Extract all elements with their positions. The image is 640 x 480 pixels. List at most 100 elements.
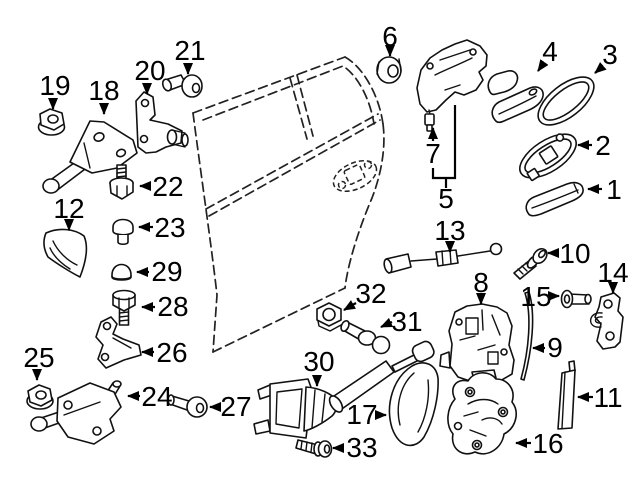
callout-arrow-31 bbox=[380, 317, 394, 329]
part-25-hinge-nut bbox=[26, 384, 54, 410]
part-21-hinge-bolt bbox=[161, 74, 203, 98]
callout-label-4[interactable]: 4 bbox=[542, 36, 558, 67]
callout-label-18[interactable]: 18 bbox=[88, 75, 119, 106]
callout-label-8[interactable]: 8 bbox=[473, 267, 489, 298]
callout-4: 4 bbox=[537, 36, 558, 72]
callout-label-14[interactable]: 14 bbox=[597, 257, 628, 288]
part-15-striker-pin bbox=[560, 289, 592, 309]
callout-label-15[interactable]: 15 bbox=[520, 281, 551, 312]
part-31-ball-stud bbox=[340, 320, 391, 355]
callout-7: 7 bbox=[425, 127, 441, 169]
callout-22: 22 bbox=[139, 171, 184, 202]
callout-label-22[interactable]: 22 bbox=[152, 171, 183, 202]
callout-label-12[interactable]: 12 bbox=[53, 193, 84, 224]
callout-label-1[interactable]: 1 bbox=[606, 174, 622, 205]
callout-5: 5 bbox=[431, 105, 457, 214]
callout-arrow-4 bbox=[537, 59, 549, 72]
part-28-hex-bolt bbox=[112, 289, 136, 326]
part-26-lock-bracket bbox=[95, 316, 142, 369]
part-29-cap bbox=[111, 263, 132, 281]
callout-label-7[interactable]: 7 bbox=[425, 138, 441, 169]
part-6-carrier-nut bbox=[376, 56, 402, 84]
callout-8: 8 bbox=[473, 267, 489, 305]
part-27-hinge-bolt bbox=[167, 394, 208, 418]
callout-29: 29 bbox=[136, 256, 183, 287]
callouts: 1 2 3 4 5 6 7 8 9 10 11 12 13 14 15 16 1… bbox=[23, 21, 628, 463]
callout-label-10[interactable]: 10 bbox=[559, 238, 590, 269]
callout-label-30[interactable]: 30 bbox=[303, 346, 334, 377]
callout-arrow-32 bbox=[343, 300, 357, 311]
callout-label-5[interactable]: 5 bbox=[438, 183, 454, 214]
callout-label-27[interactable]: 27 bbox=[220, 391, 251, 422]
callout-label-13[interactable]: 13 bbox=[434, 215, 465, 246]
callout-label-33[interactable]: 33 bbox=[346, 432, 377, 463]
callout-33: 33 bbox=[332, 432, 378, 463]
callout-arrow-3 bbox=[594, 62, 607, 74]
callout-28: 28 bbox=[141, 291, 189, 322]
callout-17: 17 bbox=[346, 399, 387, 430]
callout-label-31[interactable]: 31 bbox=[391, 306, 422, 337]
door-panel-outline bbox=[192, 56, 385, 353]
callout-23: 23 bbox=[138, 212, 186, 243]
callout-16: 16 bbox=[515, 428, 564, 459]
part-7-lock-cable bbox=[424, 109, 435, 132]
part-23-plug bbox=[112, 218, 134, 246]
callout-2: 2 bbox=[577, 130, 611, 161]
callout-12: 12 bbox=[53, 193, 85, 231]
part-22-stud-bolt bbox=[109, 164, 134, 200]
part-18-door-hinge-upper bbox=[42, 120, 138, 194]
callout-14: 14 bbox=[597, 257, 629, 294]
callout-27: 27 bbox=[209, 391, 252, 422]
callout-32: 32 bbox=[343, 278, 387, 311]
part-2-handle-base bbox=[519, 133, 577, 182]
callout-19: 19 bbox=[39, 70, 71, 110]
callout-label-29[interactable]: 29 bbox=[151, 256, 182, 287]
callout-label-28[interactable]: 28 bbox=[157, 291, 188, 322]
callout-label-6[interactable]: 6 bbox=[382, 21, 398, 52]
part-10-striker-screw bbox=[513, 247, 548, 280]
part-4-exterior-handle bbox=[487, 70, 544, 124]
part-12-corner-cover bbox=[43, 228, 88, 278]
part-14-door-striker bbox=[589, 292, 624, 350]
callout-label-20[interactable]: 20 bbox=[134, 55, 165, 86]
callout-20: 20 bbox=[134, 55, 166, 95]
callout-label-32[interactable]: 32 bbox=[355, 278, 386, 309]
part-19-hinge-nut bbox=[37, 108, 66, 136]
callout-label-16[interactable]: 16 bbox=[532, 428, 563, 459]
callout-24: 24 bbox=[127, 381, 173, 412]
part-32-check-nut bbox=[316, 302, 342, 332]
part-17-check-boot bbox=[388, 362, 439, 447]
callout-label-24[interactable]: 24 bbox=[141, 381, 172, 412]
part-8-lock-carrier bbox=[439, 303, 515, 382]
callout-label-21[interactable]: 21 bbox=[174, 35, 205, 66]
part-20-hinge-bracket bbox=[135, 91, 189, 154]
door-handle-cutout bbox=[332, 159, 378, 193]
callout-9: 9 bbox=[532, 332, 563, 363]
callout-bracket-5 bbox=[431, 105, 457, 180]
callout-18: 18 bbox=[88, 75, 120, 115]
part-24-door-hinge-lower bbox=[30, 380, 122, 445]
callout-label-2[interactable]: 2 bbox=[595, 130, 611, 161]
part-5-handle-carrier bbox=[416, 39, 488, 132]
part-9-lock-seal bbox=[520, 291, 534, 381]
callout-1: 1 bbox=[587, 174, 622, 205]
callout-21: 21 bbox=[174, 35, 206, 75]
part-33-check-screw bbox=[295, 439, 333, 458]
callout-label-17[interactable]: 17 bbox=[346, 399, 377, 430]
callout-label-25[interactable]: 25 bbox=[23, 342, 54, 373]
callout-label-3[interactable]: 3 bbox=[602, 39, 618, 70]
callout-31: 31 bbox=[380, 306, 423, 337]
callout-label-23[interactable]: 23 bbox=[154, 212, 185, 243]
callout-26: 26 bbox=[141, 337, 188, 368]
callout-label-26[interactable]: 26 bbox=[156, 337, 187, 368]
callout-3: 3 bbox=[594, 39, 618, 74]
callout-label-11[interactable]: 11 bbox=[593, 382, 622, 413]
callout-label-19[interactable]: 19 bbox=[39, 70, 70, 101]
part-16-door-lock-actuator bbox=[447, 369, 517, 455]
callout-10: 10 bbox=[547, 238, 591, 269]
part-3-handle-gasket bbox=[537, 76, 595, 126]
callout-label-9[interactable]: 9 bbox=[547, 332, 563, 363]
callout-11: 11 bbox=[577, 382, 623, 413]
callout-30: 30 bbox=[303, 346, 335, 387]
